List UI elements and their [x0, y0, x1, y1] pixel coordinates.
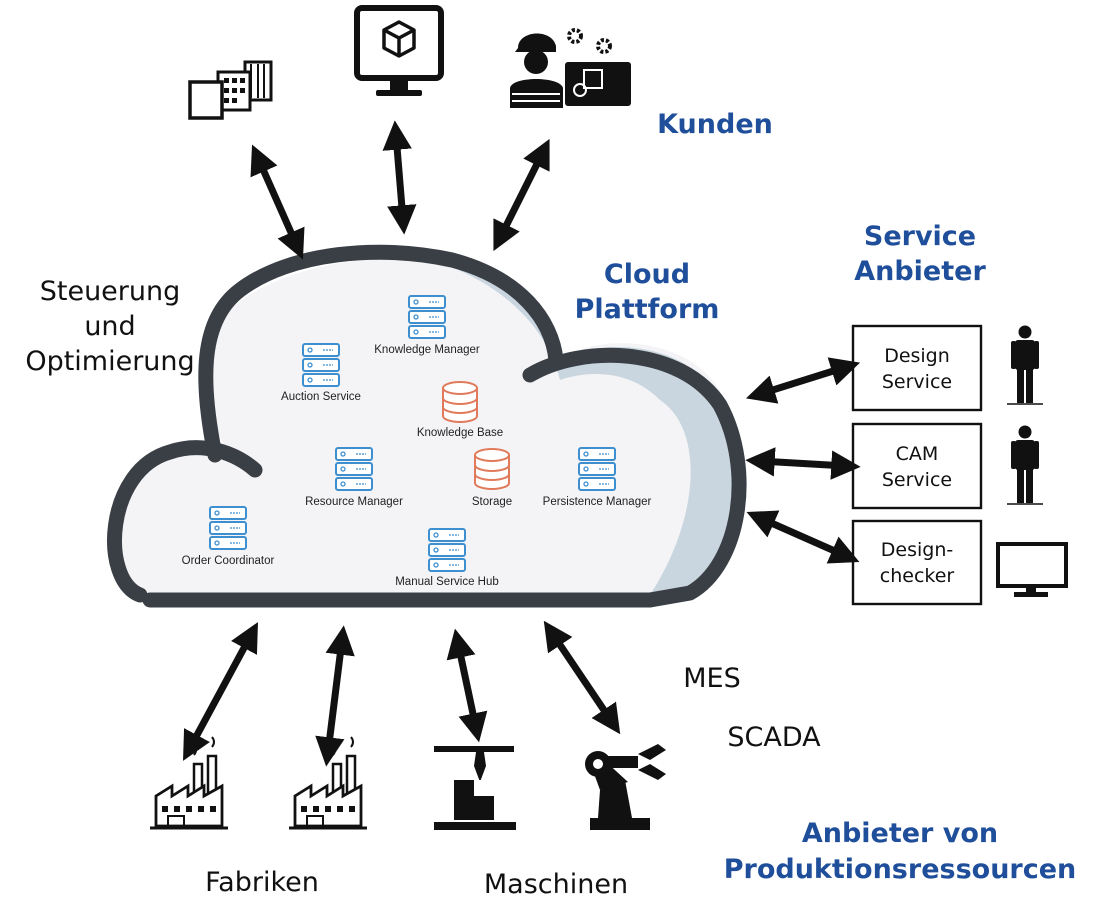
cloud-label-line1: Cloud [604, 259, 690, 290]
designchecker-line2: checker [880, 565, 955, 587]
resource-manager-label: Resource Manager [305, 496, 403, 508]
service-auction: Auction Service [281, 343, 361, 403]
service-order-coordinator: Order Coordinator [182, 506, 275, 567]
designchecker-box: Design- checker [851, 519, 983, 606]
cloud-label-line2: Plattform [575, 294, 720, 325]
person-icon [1006, 424, 1044, 505]
steuerung-line3: Optimierung [25, 346, 194, 377]
knowledge-base-label: Knowledge Base [417, 427, 503, 439]
knowledge-manager-label: Knowledge Manager [374, 344, 480, 356]
cam-service-box: CAM Service [851, 422, 983, 510]
database-icon [474, 448, 510, 490]
steuerung-line1: Steuerung [40, 276, 181, 307]
building-blocks-icon [188, 60, 273, 120]
anbieter-line1: Anbieter von [802, 818, 998, 849]
server-icon [578, 447, 616, 491]
design-service-line2: Service [882, 371, 952, 393]
monitor-cube-icon [354, 5, 444, 96]
database-icon [442, 381, 478, 423]
service-storage: Storage [472, 448, 512, 508]
server-icon [428, 528, 466, 572]
person-icon [1006, 324, 1044, 405]
fabriken-label: Fabriken [205, 867, 319, 898]
service-manual-service-hub: Manual Service Hub [395, 528, 499, 588]
factory-icon [148, 735, 230, 830]
scada-label: SCADA [727, 722, 821, 753]
design-service-box: Design Service [851, 324, 983, 412]
manual-service-hub-label: Manual Service Hub [395, 576, 499, 588]
service-resource-manager: Resource Manager [305, 447, 403, 508]
server-icon [335, 447, 373, 491]
server-icon [408, 295, 446, 339]
connector-arrows [183, 120, 861, 767]
server-icon [302, 343, 340, 387]
service-anbieter-line1: Service [864, 221, 976, 252]
auction-service-label: Auction Service [281, 391, 361, 403]
maschinen-label: Maschinen [484, 869, 628, 900]
steuerung-line2: und [84, 311, 135, 342]
design-service-line1: Design [884, 345, 950, 367]
storage-label: Storage [472, 496, 512, 508]
service-anbieter-line2: Anbieter [854, 256, 986, 287]
mes-label: MES [683, 663, 741, 694]
order-coordinator-label: Order Coordinator [182, 555, 275, 567]
service-knowledge-base: Knowledge Base [417, 381, 503, 439]
designchecker-line1: Design- [881, 539, 953, 561]
3d-printer-icon [434, 746, 516, 830]
kunden-label: Kunden [657, 109, 773, 140]
robot-arm-icon [585, 744, 666, 830]
cam-service-line2: Service [882, 469, 952, 491]
cam-service-line1: CAM [896, 443, 939, 465]
server-icon [209, 506, 247, 550]
service-persistence-manager: Persistence Manager [543, 447, 652, 508]
persistence-manager-label: Persistence Manager [543, 496, 652, 508]
cloud-platform-shape [107, 244, 747, 608]
anbieter-line2: Produktionsressourcen [724, 854, 1077, 885]
service-knowledge-manager: Knowledge Manager [374, 295, 480, 356]
engineer-workstation-icon [510, 28, 631, 108]
monitor-icon [996, 542, 1068, 597]
